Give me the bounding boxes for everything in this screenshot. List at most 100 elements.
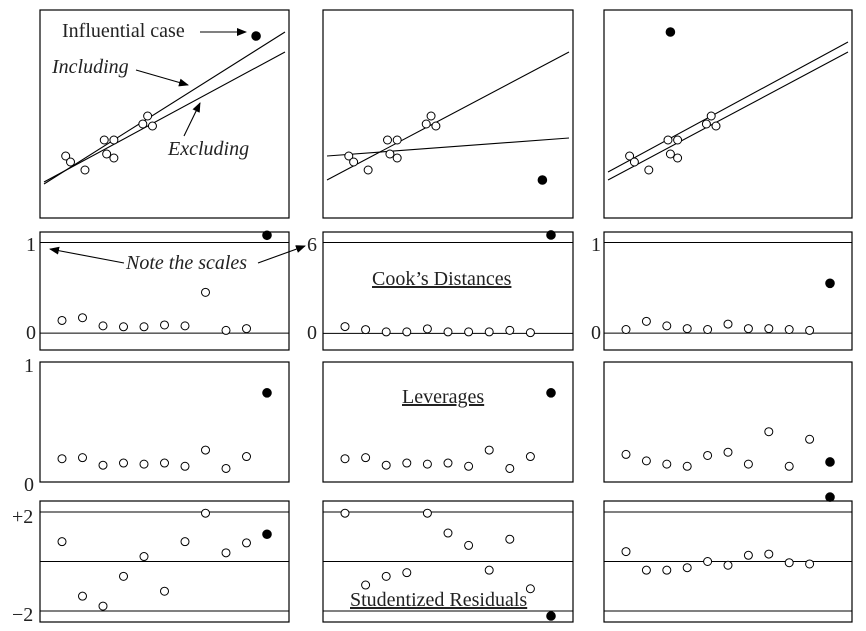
data-point-c2-8 bbox=[421, 119, 431, 129]
ytick-cook2-6: 6 bbox=[307, 234, 317, 256]
note-scales-arrow-right bbox=[257, 245, 306, 264]
ytick-cook3-1: 1 bbox=[591, 234, 601, 256]
leverage-c2-point-4 bbox=[402, 458, 412, 468]
leverage-c1-influential-point bbox=[262, 388, 272, 398]
data-point-c1-8 bbox=[138, 119, 148, 129]
residual-c1-influential-point bbox=[262, 529, 272, 540]
panel-frame-r1-c2 bbox=[322, 9, 574, 219]
leverage-c3-point-10 bbox=[805, 434, 815, 444]
leverage-c1-point-4 bbox=[119, 458, 128, 468]
leverages-label: Leverages bbox=[402, 386, 484, 408]
cooks-c1-point-1 bbox=[57, 315, 67, 325]
panel-frame-r2-c1 bbox=[39, 231, 290, 351]
leverage-c1-point-9 bbox=[221, 463, 231, 473]
residual-c2-point-10 bbox=[525, 584, 535, 594]
fit-line-including-c1 bbox=[43, 31, 286, 185]
residual-c3-point-3 bbox=[662, 565, 672, 575]
influential-point-c2 bbox=[537, 175, 548, 185]
residual-c1-point-1 bbox=[57, 537, 67, 547]
data-point-c3-3 bbox=[644, 165, 654, 175]
leverage-c3-point-3 bbox=[662, 459, 672, 469]
residual-c1-point-4 bbox=[119, 571, 128, 581]
residual-c3-point-2 bbox=[641, 565, 651, 575]
cooks-c3-point-6 bbox=[723, 319, 733, 329]
residual-c2-point-9 bbox=[505, 534, 515, 544]
leverage-c3-point-9 bbox=[784, 461, 794, 471]
data-point-c2-3 bbox=[363, 165, 373, 175]
leverage-c2-point-6 bbox=[443, 458, 453, 468]
leverage-c2-point-3 bbox=[381, 460, 391, 470]
leverage-c1-point-8 bbox=[201, 445, 210, 455]
data-point-c1-9 bbox=[143, 111, 153, 121]
residual-c3-point-10 bbox=[805, 559, 815, 569]
leverage-c2-point-2 bbox=[361, 453, 371, 463]
residual-c3-point-8 bbox=[764, 549, 774, 559]
leverage-c3-influential-point bbox=[825, 457, 835, 467]
data-point-c3-2 bbox=[629, 157, 639, 167]
leverage-c3-point-7 bbox=[743, 459, 753, 469]
cooks-c1-point-5 bbox=[139, 322, 149, 332]
residual-c3-influential-point bbox=[825, 492, 835, 502]
cooks-c1-point-8 bbox=[201, 287, 210, 297]
cooks-c3-point-8 bbox=[764, 324, 774, 334]
residual-c3-point-5 bbox=[703, 557, 713, 566]
studentized-residuals-label: Studentized Residuals bbox=[350, 589, 527, 611]
cooks-c1-point-4 bbox=[119, 322, 128, 332]
data-point-c2-10 bbox=[431, 121, 441, 131]
excluding-arrow bbox=[183, 102, 201, 137]
excluding-label: Excluding bbox=[167, 138, 249, 160]
panel-frame-r1-c1 bbox=[39, 9, 290, 219]
panel-frame-r1-c3 bbox=[603, 9, 853, 219]
leverage-c1-point-1 bbox=[57, 454, 67, 464]
cooks-c2-point-4 bbox=[402, 327, 412, 337]
data-point-c3-1 bbox=[625, 151, 635, 161]
cooks-c2-point-7 bbox=[464, 327, 474, 337]
leverage-c3-point-4 bbox=[682, 461, 692, 471]
panel-frame-r2-c2 bbox=[322, 231, 574, 351]
influential-case-label: Influential case bbox=[62, 20, 185, 42]
including-arrow bbox=[135, 69, 189, 87]
data-point-c3-4 bbox=[663, 135, 673, 145]
data-point-c3-10 bbox=[711, 121, 721, 131]
data-point-c1-2 bbox=[66, 157, 76, 167]
influential-point-c3 bbox=[665, 27, 676, 37]
panel-frame-r3-c2 bbox=[322, 361, 574, 483]
residual-c1-point-8 bbox=[201, 508, 210, 518]
fit-line-including-c2 bbox=[326, 137, 570, 157]
cooks-c3-influential-point bbox=[825, 278, 835, 289]
leverage-c1-point-10 bbox=[242, 452, 251, 462]
residual-c3-point-1 bbox=[621, 547, 631, 557]
leverage-c3-point-6 bbox=[723, 447, 733, 457]
data-point-c3-8 bbox=[701, 119, 711, 129]
data-point-c2-7 bbox=[392, 135, 402, 145]
data-point-c2-4 bbox=[383, 135, 392, 145]
cooks-c1-point-9 bbox=[221, 325, 231, 335]
data-point-c3-7 bbox=[673, 135, 683, 145]
cooks-c2-point-2 bbox=[361, 325, 371, 335]
cooks-c2-point-5 bbox=[422, 324, 432, 334]
residual-c3-point-7 bbox=[743, 550, 753, 560]
data-point-c2-5 bbox=[385, 149, 395, 159]
cooks-c3-point-4 bbox=[682, 324, 692, 334]
data-point-c1-6 bbox=[109, 153, 119, 163]
residual-c2-point-5 bbox=[422, 508, 432, 518]
residual-c2-point-1 bbox=[340, 508, 350, 518]
cooks-c2-point-8 bbox=[484, 327, 494, 337]
residual-c1-point-2 bbox=[78, 591, 87, 601]
panel-frame-r3-c3 bbox=[603, 361, 853, 483]
residual-c2-influential-point bbox=[546, 611, 556, 621]
influential-point-c1 bbox=[251, 31, 261, 41]
cooks-c2-point-10 bbox=[525, 328, 535, 338]
leverage-c1-point-2 bbox=[78, 453, 87, 463]
data-point-c1-7 bbox=[109, 135, 119, 145]
data-point-c1-4 bbox=[99, 135, 109, 145]
cooks-c1-point-2 bbox=[78, 313, 87, 323]
residual-c1-point-3 bbox=[98, 601, 108, 611]
including-label: Including bbox=[51, 56, 129, 78]
residual-c2-point-6 bbox=[443, 528, 453, 538]
cooks-c3-point-9 bbox=[784, 325, 794, 335]
data-point-c2-6 bbox=[392, 153, 402, 163]
cooks-c1-point-3 bbox=[98, 321, 108, 331]
data-point-c2-1 bbox=[344, 151, 354, 161]
residual-c1-point-9 bbox=[221, 548, 231, 558]
